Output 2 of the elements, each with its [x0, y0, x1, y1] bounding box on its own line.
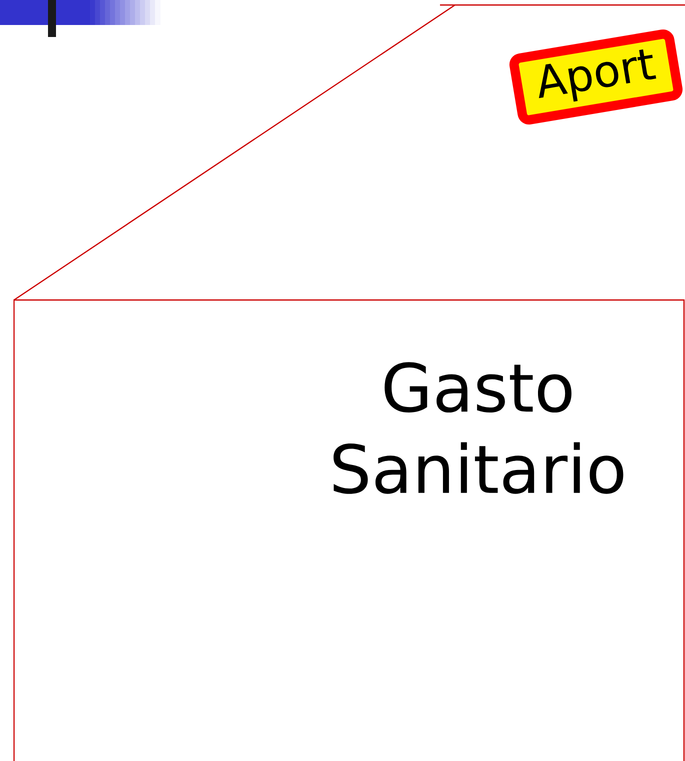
box: Gasto Sanitario [13, 299, 685, 761]
tag: Aport [509, 29, 683, 125]
